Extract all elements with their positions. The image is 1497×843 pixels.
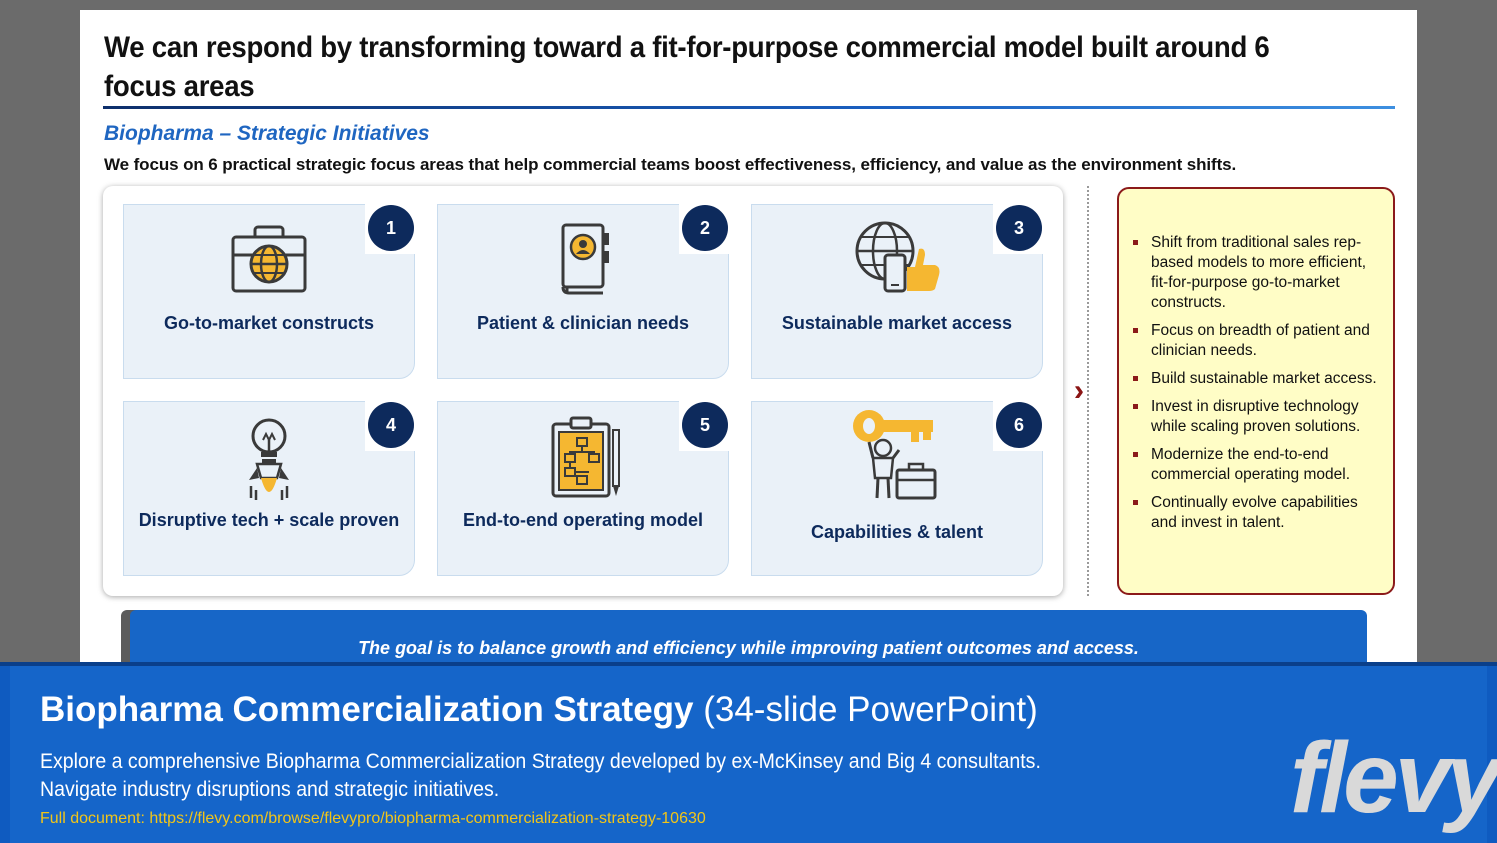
list-item: Modernize the end-to-end commercial oper… (1131, 445, 1383, 485)
focus-card-4: Disruptive tech + scale proven 4 (123, 401, 415, 576)
focus-card-label: Patient & clinician needs (476, 313, 690, 333)
summary-notes-box: Shift from traditional sales rep-based m… (1117, 187, 1395, 595)
list-item: Build sustainable market access. (1131, 369, 1383, 389)
document-title-suffix: (34-slide PowerPoint) (693, 690, 1038, 729)
document-title-main: Biopharma Commercialization Strategy (40, 690, 694, 729)
clipboard-flowchart-icon (551, 416, 620, 498)
title-divider (103, 106, 1395, 109)
list-item: Invest in disruptive technology while sc… (1131, 397, 1383, 437)
list-item: Shift from traditional sales rep-based m… (1131, 233, 1383, 313)
focus-card-1: Go-to-market constructs 1 (123, 204, 415, 379)
section-title: Biopharma – Strategic Initiatives (104, 122, 430, 145)
document-title: Biopharma Commercialization Strategy (34… (40, 690, 1038, 730)
flevy-logo[interactable]: flevy (1290, 722, 1497, 834)
document-description: Explore a comprehensive Biopharma Commer… (40, 748, 1041, 804)
briefcase-globe-icon (231, 225, 307, 293)
focus-card-label: Go-to-market constructs (163, 313, 375, 333)
focus-card-5: End-to-end operating model 5 (437, 401, 729, 576)
description-line: Explore a comprehensive Biopharma Commer… (40, 750, 1041, 773)
focus-card-label: Sustainable market access (781, 313, 1013, 333)
slide-title: We can respond by transforming toward a … (104, 31, 1270, 103)
focus-card-6: Capabilities & talent 6 (751, 401, 1043, 576)
slide-subtitle: We focus on 6 practical strategic focus … (104, 155, 1237, 174)
dotted-divider (1087, 186, 1089, 596)
focus-card-3: Sustainable market access 3 (751, 204, 1043, 379)
description-line: Navigate industry disruptions and strate… (40, 778, 500, 801)
footer-banner (0, 662, 1497, 843)
goal-statement: The goal is to balance growth and effici… (358, 638, 1139, 658)
lightbulb-rocket-icon (249, 418, 289, 500)
focus-card-label: Capabilities & talent (810, 522, 984, 542)
summary-notes-list: Shift from traditional sales rep-based m… (1131, 233, 1383, 541)
globe-phone-thumbs-up-icon (855, 221, 940, 293)
goal-banner: The goal is to balance growth and effici… (130, 610, 1367, 670)
number-badge: 6 (996, 402, 1042, 448)
document-link[interactable]: Full document: https://flevy.com/browse/… (40, 810, 706, 827)
slide: We can respond by transforming toward a … (80, 10, 1417, 670)
number-badge: 1 (368, 205, 414, 251)
focus-card-label: Disruptive tech + scale proven (138, 510, 400, 530)
number-badge: 2 (682, 205, 728, 251)
patient-record-book-icon (561, 223, 609, 295)
number-badge: 4 (368, 402, 414, 448)
focus-areas-panel: Go-to-market constructs 1 Patient & clin… (103, 186, 1063, 596)
number-badge: 3 (996, 205, 1042, 251)
number-badge: 5 (682, 402, 728, 448)
focus-card-label: End-to-end operating model (463, 510, 703, 530)
list-item: Continually evolve capabilities and inve… (1131, 493, 1383, 533)
list-item: Focus on breadth of patient and clinicia… (1131, 321, 1383, 361)
focus-card-2: Patient & clinician needs 2 (437, 204, 729, 379)
person-key-briefcase-icon (853, 410, 937, 500)
